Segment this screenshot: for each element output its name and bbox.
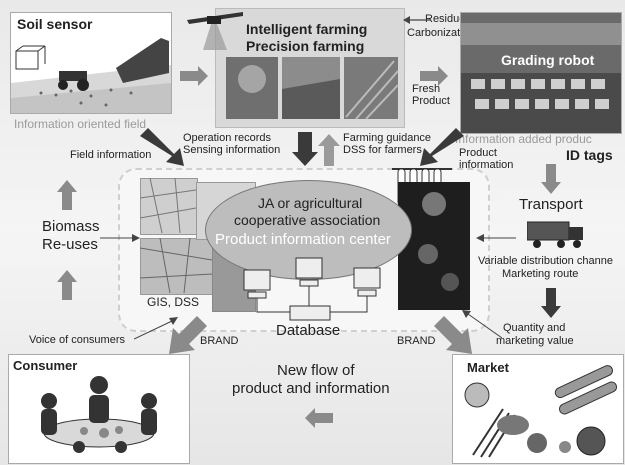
market-illustration [464, 365, 618, 458]
reuses-label: Re-uses [42, 236, 98, 253]
marketing-route-label: Marketing route [502, 268, 579, 280]
grading-robot-photo [461, 13, 621, 133]
arrow-market-to-consumer [305, 408, 333, 428]
arrow-up-biomass-top [57, 180, 77, 210]
arrow-center-to-market [434, 316, 472, 354]
map-lines-1 [140, 178, 196, 233]
voice-of-consumers-label: Voice of consumers [29, 334, 125, 346]
arrow-grading-to-center [420, 128, 464, 166]
soil-sensor-illustration [11, 38, 171, 113]
airplane-icon [187, 12, 243, 50]
biomass-label: Biomass [42, 218, 100, 235]
consumer-panel: Consumer [8, 354, 190, 464]
market-panel: Market [452, 354, 624, 464]
quantity-label: Quantity and [503, 322, 566, 334]
center-line-1: JA or agricultural [258, 195, 363, 211]
market-title: Market [467, 360, 509, 375]
id-tags-label: ID tags [566, 147, 613, 163]
grading-robot-panel: Grading robot [460, 12, 622, 134]
map-lines-2 [140, 238, 212, 293]
new-flow-line-2: product and information [232, 380, 390, 397]
soil-sensor-title: Soil sensor [17, 16, 93, 32]
arrow-up-biomass-bottom [57, 270, 77, 300]
product-label: Product [412, 95, 450, 107]
map-screenshot-1 [140, 178, 198, 235]
sensing-info-label: Sensing information [183, 144, 281, 156]
arrow-voice-to-center [134, 317, 178, 340]
carbonization-label: Carbonization [407, 27, 475, 39]
arrow-biomass-to-center [100, 234, 140, 242]
arrow-market-to-center [462, 310, 502, 339]
farming-guidance-label: Farming guidance [343, 132, 432, 144]
fruit-icons [418, 192, 459, 291]
residue-label: Residue [425, 13, 466, 25]
grading-robot-caption: Information added produc [455, 132, 592, 146]
fresh-label: Fresh [412, 83, 441, 95]
brand-left-label: BRAND [200, 335, 239, 347]
farming-title-2: Precision farming [246, 38, 365, 54]
tractor-icon [58, 71, 89, 91]
arrow-transport-to-center [476, 234, 516, 242]
map-screenshot-2 [140, 238, 214, 295]
grading-robot-title: Grading robot [501, 52, 595, 68]
field-information-label: Field information [70, 149, 152, 161]
new-flow-line-1: New flow of [277, 362, 355, 379]
center-line-3: Product information center [215, 231, 391, 248]
center-line-2: cooperative association [234, 212, 381, 228]
database-network-icon [243, 257, 381, 321]
product-info-label-2: information [459, 159, 514, 171]
transport-label: Transport [519, 196, 583, 213]
product-info-label-1: Product [459, 147, 497, 159]
arrow-field-to-center [140, 128, 184, 166]
soil-sensor-caption: Information oriented field [14, 117, 147, 131]
arrow-soil-to-farming [180, 66, 208, 86]
arrow-up-to-farming [318, 134, 340, 166]
gis-dss-label: GIS, DSS [147, 295, 200, 309]
dss-farmers-label: DSS for farmers [343, 144, 422, 156]
farming-title-1: Intelligent farming [246, 21, 368, 37]
arrow-down-to-market [541, 288, 561, 318]
consumer-illustration [41, 376, 157, 453]
consumer-title: Consumer [13, 358, 78, 373]
marketing-value-label: marketing value [496, 335, 574, 347]
residue-arrow [403, 16, 431, 24]
operation-records-label: Operation records [183, 132, 272, 144]
brand-right-label: BRAND [397, 335, 436, 347]
arrow-center-to-consumer [169, 316, 207, 354]
arrow-down-to-transport [541, 164, 561, 194]
farming-photos [226, 57, 399, 120]
arrow-down-to-center [292, 132, 318, 166]
database-label: Database [276, 322, 341, 339]
arrow-farming-to-grading [420, 66, 448, 86]
soil-sensor-panel: Soil sensor [10, 12, 172, 114]
farming-panel: Intelligent farming Precision farming [215, 8, 405, 128]
truck-icon [527, 221, 583, 248]
distribution-label: Variable distribution channe [478, 255, 613, 267]
